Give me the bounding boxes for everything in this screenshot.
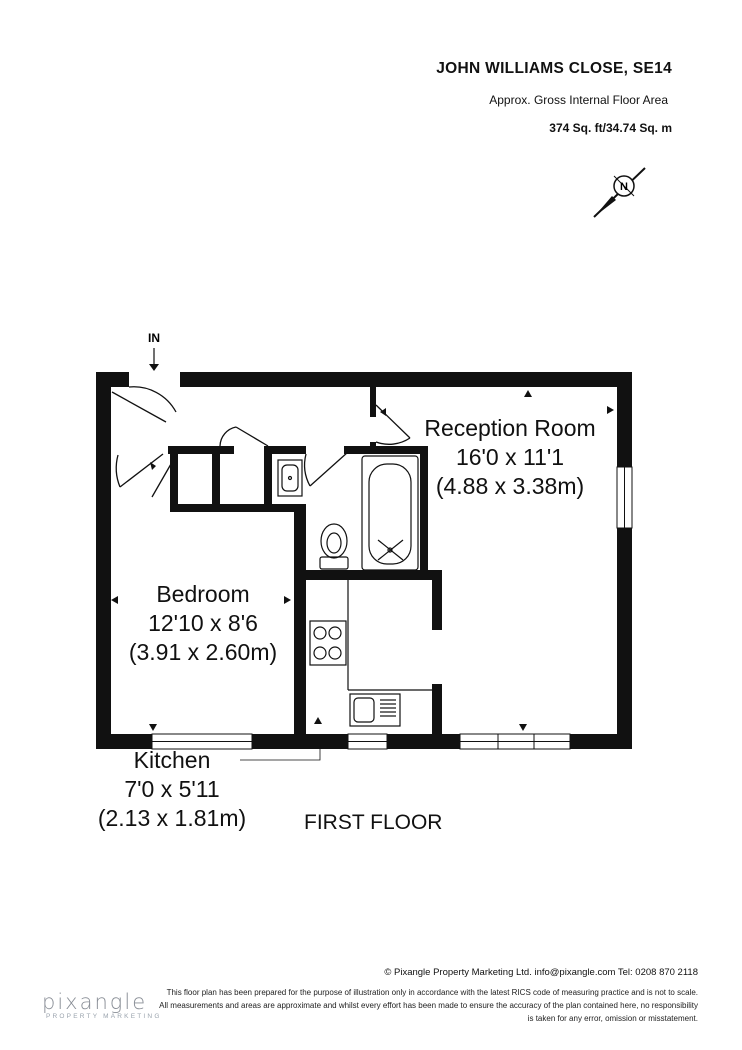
bedroom-label: Bedroom 12'10 x 8'6 (3.91 x 2.60m): [112, 580, 294, 667]
kitchen-metric: (2.13 x 1.81m): [97, 805, 247, 831]
logo-tagline: PROPERTY MARKETING: [46, 1013, 162, 1020]
kitchen-name: Kitchen: [133, 747, 211, 773]
windows: [151, 466, 633, 750]
reception-room-label: Reception Room 16'0 x 11'1 (4.88 x 3.38m…: [410, 414, 610, 501]
area-value: 374 Sq. ft/34.74 Sq. m: [549, 121, 672, 135]
doors: [111, 386, 411, 498]
floor-label: FIRST FLOOR: [304, 811, 443, 834]
pixangle-logo: pixangle: [42, 990, 148, 1014]
bedroom-metric: (3.91 x 2.60m): [128, 639, 278, 665]
bedroom-imperial: 12'10 x 8'6: [148, 610, 258, 636]
dimension-markers: [111, 390, 614, 731]
kitchen-counter: [347, 580, 432, 691]
reception-room-imperial: 16'0 x 11'1: [455, 444, 565, 470]
outer-walls: [96, 372, 632, 749]
kitchen-label: Kitchen 7'0 x 5'11 (2.13 x 1.81m): [82, 746, 262, 833]
disclaimer-text: This floor plan has been prepared for th…: [159, 988, 698, 1023]
copyright-text: © Pixangle Property Marketing Ltd. info@…: [384, 967, 698, 978]
kitchen-imperial: 7'0 x 5'11: [124, 776, 220, 802]
bedroom-name: Bedroom: [156, 581, 250, 607]
reception-room-name: Reception Room: [424, 415, 596, 441]
compass-icon: N: [593, 167, 646, 218]
basin-icon: [277, 459, 303, 497]
entrance-arrow-icon: [149, 348, 159, 371]
entrance-label: IN: [148, 331, 160, 345]
reception-room-metric: (4.88 x 3.38m): [435, 473, 585, 499]
property-address: JOHN WILLIAMS CLOSE, SE14: [436, 60, 672, 77]
toilet-icon: [319, 523, 349, 570]
area-label: Approx. Gross Internal Floor Area: [489, 93, 668, 107]
kitchen-leader-line: [240, 749, 321, 761]
compass-north-letter: N: [620, 181, 628, 193]
hob-icon: [309, 620, 347, 666]
sink-icon: [349, 693, 401, 727]
bath-icon: [361, 455, 419, 571]
internal-walls: [168, 387, 442, 734]
